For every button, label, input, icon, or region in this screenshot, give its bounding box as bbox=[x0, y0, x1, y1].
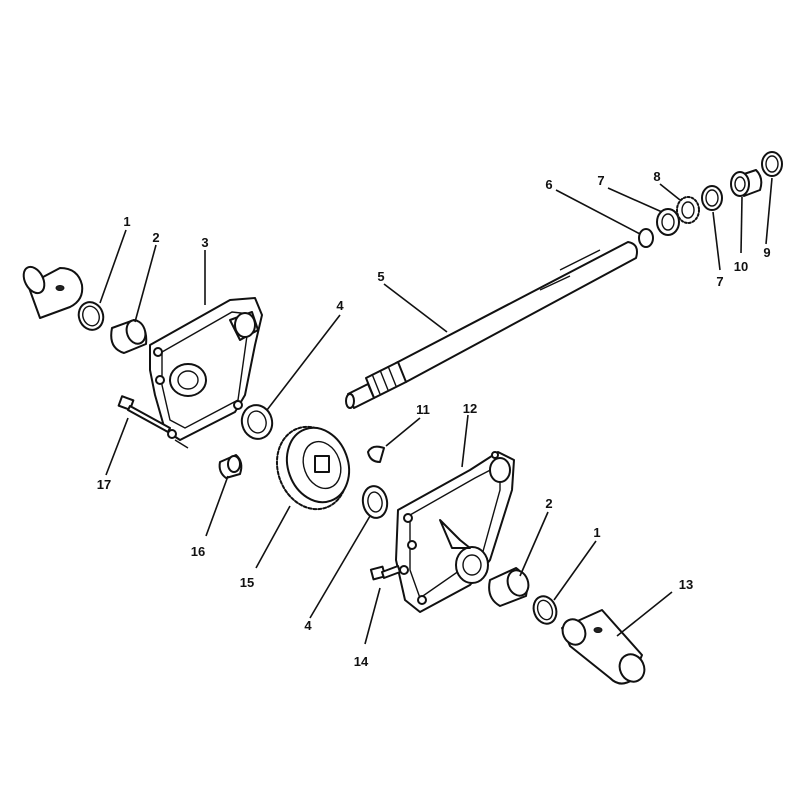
callout-12: 12 bbox=[463, 401, 477, 416]
screw-14 bbox=[369, 565, 401, 581]
snap-ring-6 bbox=[638, 228, 654, 248]
bushing-2-lower bbox=[488, 567, 530, 607]
callout-4-upper: 4 bbox=[336, 298, 344, 313]
callout-8: 8 bbox=[653, 169, 660, 184]
callout-7-lower: 7 bbox=[716, 274, 723, 289]
callout-13: 13 bbox=[679, 577, 693, 592]
callout-3: 3 bbox=[201, 235, 208, 250]
ring-1-lower bbox=[532, 595, 558, 625]
callout-10: 10 bbox=[734, 259, 748, 274]
key-11 bbox=[367, 445, 385, 463]
washer-4-lower bbox=[361, 485, 389, 519]
callout-16: 16 bbox=[191, 544, 205, 559]
leader-lines bbox=[99, 177, 773, 645]
callout-17: 17 bbox=[97, 477, 111, 492]
callout-4-lower: 4 bbox=[304, 618, 312, 633]
bearing-8 bbox=[676, 196, 700, 224]
housing-left bbox=[149, 297, 263, 449]
callout-9: 9 bbox=[763, 245, 770, 260]
washer-4-upper bbox=[240, 404, 274, 440]
pin-13 bbox=[561, 609, 646, 685]
ring-1-upper bbox=[77, 301, 105, 331]
callout-11: 11 bbox=[416, 402, 430, 417]
callout-2-upper: 2 bbox=[152, 230, 159, 245]
washer-9 bbox=[761, 151, 783, 177]
bushing-10 bbox=[730, 169, 763, 197]
pin-left bbox=[22, 265, 84, 319]
callout-6: 6 bbox=[545, 177, 552, 192]
washer-7-b bbox=[701, 185, 723, 211]
callout-15: 15 bbox=[240, 575, 254, 590]
callout-5: 5 bbox=[377, 269, 384, 284]
callout-labels: 1 2 3 4 5 6 7 8 7 10 9 11 12 4 2 1 13 14… bbox=[97, 169, 771, 669]
bolt-17 bbox=[117, 395, 171, 433]
callout-1-upper: 1 bbox=[123, 214, 130, 229]
callout-2-lower: 2 bbox=[545, 496, 552, 511]
shaft-5 bbox=[345, 241, 638, 409]
bushing-2-upper bbox=[110, 319, 148, 354]
callout-7-upper: 7 bbox=[597, 173, 604, 188]
washer-7-a bbox=[656, 208, 680, 236]
callout-1-lower: 1 bbox=[593, 525, 600, 540]
bushing-16 bbox=[218, 454, 243, 479]
housing-right bbox=[395, 451, 515, 613]
callout-14: 14 bbox=[354, 654, 369, 669]
gear-15 bbox=[275, 425, 351, 511]
